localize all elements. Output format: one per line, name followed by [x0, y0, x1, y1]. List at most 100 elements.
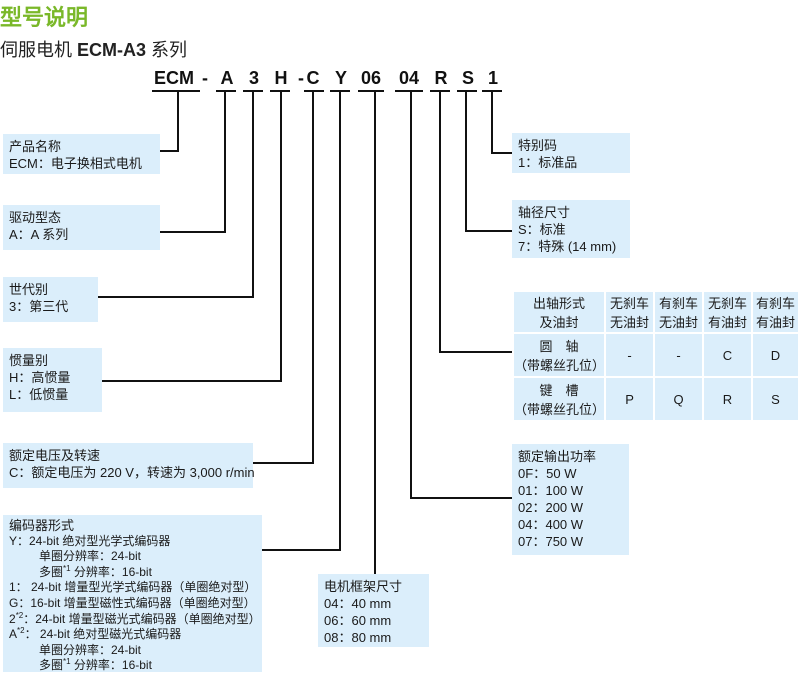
underline-h — [270, 90, 290, 92]
shaft-col-4-b: 有油封 — [755, 315, 795, 330]
shaft-col-1-b: 无油封 — [610, 315, 650, 330]
code-c: C — [306, 68, 320, 88]
shaft-col-2: 有刹车无油封 — [653, 290, 704, 334]
power-line-04: 04：400 W — [518, 517, 584, 532]
frame-box: 电机框架尺寸 04：40 mm 06：60 mm 08：80 mm — [318, 574, 429, 647]
connector-special — [491, 92, 512, 154]
connector-product-name — [160, 92, 179, 152]
inertia-box: 惯量别 H：高惯量 L：低惯量 — [3, 348, 102, 412]
subtitle-suffix: 系列 — [146, 40, 188, 60]
underline-a — [216, 90, 236, 92]
special-title: 特别码 — [518, 138, 558, 153]
encoder-title: 编码器形式 — [9, 518, 75, 533]
encoder-a-multi: 多圈*1 分辨率：16-bit — [9, 658, 256, 674]
underline-r — [430, 90, 450, 92]
shaft-col-4-a: 有刹车 — [755, 296, 795, 311]
encoder-y-multi-b: 分辨率：16-bit — [70, 564, 152, 579]
inertia-title: 惯量别 — [9, 353, 49, 368]
code-h: H — [274, 68, 288, 88]
voltage-line: C：额定电压为 220 V，转速为 3,000 r/min — [9, 465, 255, 480]
shaft-row-round-label: 圆 轴（带螺丝孔位） — [511, 332, 607, 378]
shaft-col-1: 无刹车无油封 — [604, 290, 656, 334]
connector-encoder — [262, 92, 341, 551]
shaft-dia-box: 轴径尺寸 S：标准 7：特殊 (14 mm) — [512, 200, 630, 258]
underline-06 — [358, 90, 384, 92]
shaft-table-row-keyway: 键 槽（带螺丝孔位） P Q R S — [511, 376, 800, 422]
code-s: S — [461, 68, 474, 88]
shaft-row-keyway-label: 键 槽 （带螺丝孔位） — [511, 376, 607, 422]
shaft-corner-line-2: 及油封 — [539, 315, 579, 330]
frame-line-06: 06：60 mm — [324, 613, 392, 628]
subtitle-prefix: 伺服电机 — [0, 40, 78, 60]
encoder-line-2-a: 2 — [9, 611, 16, 626]
special-line: 1：标准品 — [518, 155, 578, 170]
shaft-row-round-cell-1: - — [604, 332, 656, 378]
power-line-07: 07：750 W — [518, 534, 584, 549]
connector-inertia — [102, 92, 282, 382]
shaft-col-3-b: 有油封 — [707, 315, 747, 330]
generation-box: 世代别 3：第三代 — [3, 277, 98, 322]
encoder-y-multi-sup: *1 — [63, 563, 71, 573]
connector-shaft-dia — [465, 92, 512, 232]
special-box: 特别码 1：标准品 — [512, 133, 630, 173]
underline-s — [457, 90, 477, 92]
code-dash-2: - — [298, 68, 304, 88]
series-subtitle: 伺服电机 ECM-A3 系列 — [0, 36, 187, 62]
encoder-line-a-b: ： 24-bit 绝对型磁光式编码器 — [24, 627, 182, 642]
shaft-row-keyway-cell-1: P — [604, 376, 656, 422]
shaft-col-1-a: 无刹车 — [610, 296, 650, 311]
connector-voltage — [253, 92, 314, 464]
encoder-line-y: Y：24-bit 绝对型光学式编码器 — [9, 533, 171, 548]
shaft-row-keyway-cell-4: S — [750, 376, 800, 422]
underline-ecm — [152, 90, 200, 92]
underline-c — [304, 90, 324, 92]
power-line-02: 02：200 W — [518, 500, 584, 515]
frame-title: 电机框架尺寸 — [324, 579, 403, 594]
connector-generation — [98, 92, 254, 298]
drive-type-line: A：A 系列 — [9, 227, 69, 242]
encoder-box: 编码器形式 Y：24-bit 绝对型光学式编码器 单圈分辨率：24-bit 多圈… — [3, 515, 262, 672]
drive-type-box: 驱动型态 A：A 系列 — [3, 205, 160, 250]
shaft-table-header: 出轴形式 及油封 无刹车无油封 有刹车无油封 无刹车有油封 有刹车有油封 — [511, 290, 800, 334]
frame-line-04: 04：40 mm — [324, 596, 392, 611]
shaft-dia-line-7: 7：特殊 (14 mm) — [518, 239, 617, 254]
connector-power — [410, 92, 512, 499]
encoder-line-g: G：16-bit 增量型磁性式编码器（单圈绝对型） — [9, 595, 256, 610]
power-line-01: 01：100 W — [518, 483, 584, 498]
page-title: 型号说明 — [0, 5, 89, 30]
power-title: 额定输出功率 — [518, 449, 597, 464]
generation-line: 3：第三代 — [9, 299, 69, 314]
shaft-row-keyway-name: 键 槽 — [539, 383, 579, 398]
encoder-a-multi-b: 分辨率：16-bit — [70, 658, 152, 673]
shaft-row-round-note: （带螺丝孔位） — [514, 358, 606, 373]
code-04: 04 — [398, 68, 420, 88]
code-r: R — [434, 68, 448, 88]
shaft-row-keyway-note: （带螺丝孔位） — [514, 402, 606, 417]
encoder-line-a-sup: *2 — [17, 626, 25, 636]
voltage-title: 额定电压及转速 — [9, 448, 101, 463]
inertia-line-l: L：低惯量 — [9, 387, 69, 402]
code-dash-1: - — [202, 68, 208, 88]
product-name-line: ECM：电子换相式电机 — [9, 156, 142, 171]
subtitle-model: ECM-A3 — [77, 40, 147, 60]
generation-title: 世代别 — [9, 282, 49, 297]
encoder-y-single: 单圈分辨率：24-bit — [39, 549, 142, 564]
encoder-line-a: A*2： 24-bit 绝对型磁光式编码器 — [9, 627, 256, 643]
encoder-y-multi: 多圈*1 分辨率：16-bit — [9, 563, 256, 581]
code-a: A — [220, 68, 234, 88]
shaft-dia-title: 轴径尺寸 — [518, 205, 571, 220]
underline-3 — [243, 90, 263, 92]
power-box: 额定输出功率 0F：50 W 01：100 W 02：200 W 04：400 … — [512, 444, 629, 555]
code-ecm: ECM — [154, 68, 194, 88]
shaft-row-round-cell-2: - — [653, 332, 704, 378]
shaft-row-keyway-cell-2: Q — [653, 376, 704, 422]
encoder-line-2: 2*2：24-bit 增量型磁光式编码器（单圈绝对型） — [9, 611, 261, 628]
drive-type-title: 驱动型态 — [9, 210, 62, 225]
encoder-line-2-b: ：24-bit 增量型磁光式编码器（单圈绝对型） — [23, 611, 261, 626]
shaft-col-4: 有刹车有油封 — [750, 290, 800, 334]
inertia-line-h: H：高惯量 — [9, 370, 71, 385]
code-06: 06 — [360, 68, 382, 88]
shaft-col-2-b: 无油封 — [658, 315, 698, 330]
shaft-type-table: 出轴形式 及油封 无刹车无油封 有刹车无油封 无刹车有油封 有刹车有油封 圆 轴… — [511, 290, 800, 422]
